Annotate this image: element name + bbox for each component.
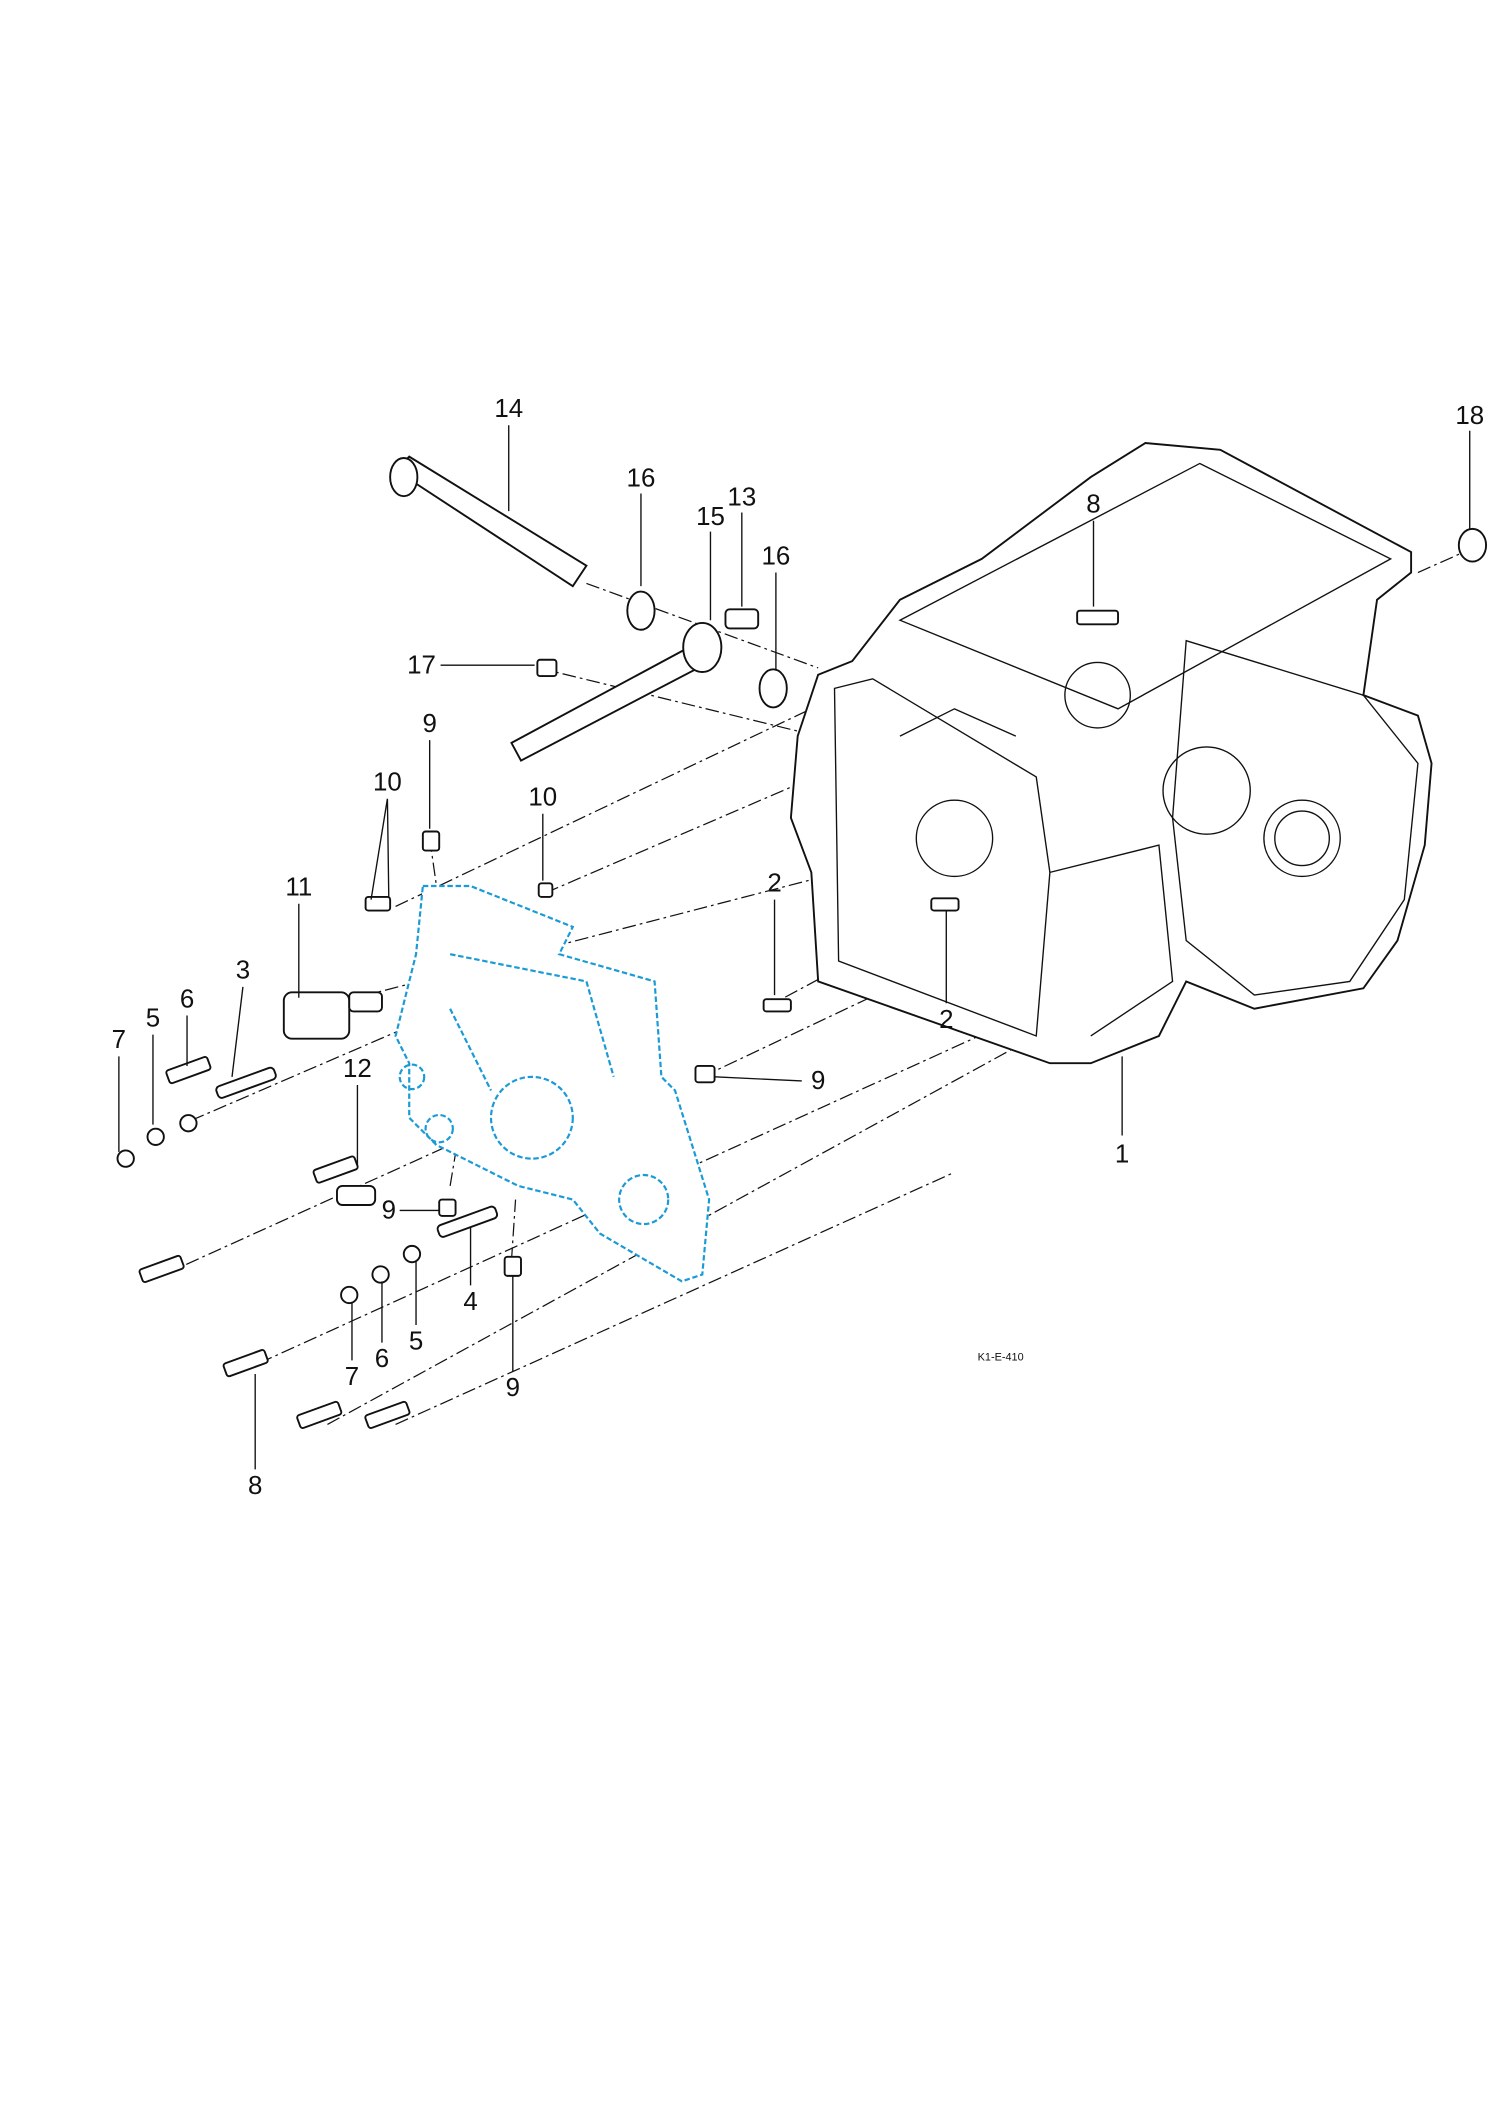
- callout-9: 9: [811, 1067, 825, 1095]
- callout-12: 12: [343, 1055, 372, 1083]
- callout-16: 16: [627, 465, 656, 493]
- callout-7: 7: [112, 1026, 126, 1054]
- callout-1: 1: [1115, 1141, 1129, 1169]
- callout-11: 11: [285, 874, 312, 902]
- callout-8: 8: [1086, 491, 1100, 519]
- front-cover-highlighted: [394, 884, 711, 1283]
- callout-4: 4: [463, 1288, 477, 1316]
- callout-10: 10: [373, 769, 402, 797]
- transmission-case: [789, 442, 1433, 1065]
- parts: [116, 455, 1488, 1429]
- callout-13: 13: [727, 484, 756, 512]
- callout-9: 9: [422, 710, 436, 738]
- leader-lines: [118, 425, 1471, 1470]
- callout-9: 9: [506, 1374, 520, 1402]
- callout-10: 10: [528, 784, 557, 812]
- callout-3: 3: [236, 957, 250, 985]
- callout-6: 6: [375, 1345, 389, 1373]
- callout-7: 7: [345, 1363, 359, 1391]
- callout-9: 9: [382, 1197, 396, 1225]
- callout-14: 14: [494, 395, 523, 423]
- callout-17: 17: [407, 651, 436, 679]
- callout-8: 8: [248, 1472, 262, 1500]
- callout-2: 2: [767, 869, 781, 897]
- drawing-code: K1-E-410: [978, 1351, 1024, 1363]
- callout-15: 15: [696, 503, 725, 531]
- callout-5: 5: [146, 1004, 160, 1032]
- callout-6: 6: [180, 985, 194, 1013]
- callout-16: 16: [762, 542, 791, 570]
- callout-5: 5: [409, 1327, 423, 1355]
- callout-2: 2: [939, 1006, 953, 1034]
- callout-18: 18: [1455, 402, 1484, 430]
